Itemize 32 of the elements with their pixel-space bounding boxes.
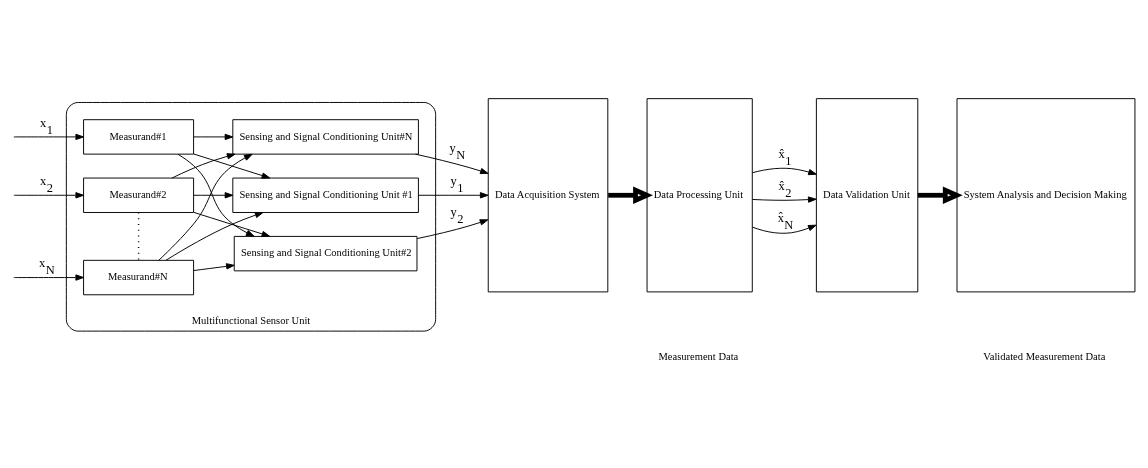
arrow xyxy=(193,153,271,179)
node-box: System Analysis and Decision Making xyxy=(956,97,1136,292)
arrow xyxy=(165,211,264,261)
node-box: Sensing and Signal Conditioning Unit #1 xyxy=(232,177,419,213)
node-box: Sensing and Signal Conditioning Unit#2 xyxy=(233,235,418,271)
arrow xyxy=(193,191,234,198)
arrow xyxy=(608,186,653,204)
node-box: Measurand#2 xyxy=(83,177,195,213)
node-box: Measurand#1 xyxy=(83,118,195,155)
arrow xyxy=(193,211,271,237)
node-box: Sensing and Signal Conditioning Unit#N xyxy=(232,118,419,155)
arrow xyxy=(177,153,255,237)
node-box: Data Validation Unit xyxy=(815,97,919,292)
arrow xyxy=(416,218,489,239)
arrow xyxy=(917,186,963,204)
label: Measurement Data xyxy=(658,350,739,362)
arrow xyxy=(13,133,85,140)
label: Validated Measurement Data xyxy=(983,350,1106,362)
arrow xyxy=(751,167,817,175)
arrow xyxy=(158,153,253,261)
arrow xyxy=(193,133,234,140)
arrow xyxy=(752,195,817,203)
node-box: Data Processing Unit xyxy=(646,97,753,292)
arrow xyxy=(751,224,817,234)
node-box: Data Acquisition System xyxy=(487,97,609,292)
arrow xyxy=(193,262,235,271)
node-box: Measurand#N xyxy=(83,259,195,295)
arrow xyxy=(13,191,85,198)
arrow xyxy=(13,273,85,281)
arrow xyxy=(415,153,489,174)
arrow xyxy=(418,191,489,198)
arrow xyxy=(171,152,236,178)
